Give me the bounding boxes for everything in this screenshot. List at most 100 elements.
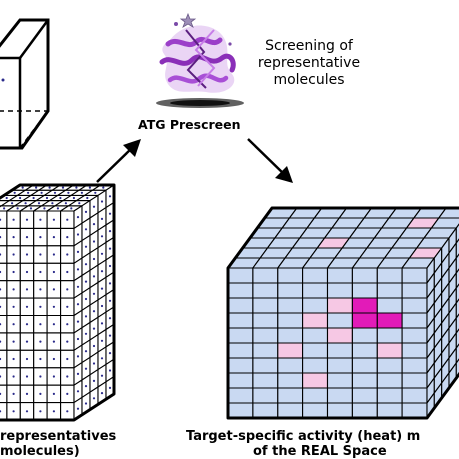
molecule-dot <box>76 303 80 306</box>
molecule-dot <box>24 202 27 205</box>
molecule-dot <box>67 191 70 194</box>
molecule-dot <box>92 397 96 400</box>
heat-cell <box>351 402 378 419</box>
heat-cell <box>455 268 459 289</box>
heat-cell <box>326 282 353 299</box>
molecule-dot <box>19 196 22 200</box>
molecule-dot <box>100 270 104 273</box>
heat-cell <box>401 387 428 404</box>
heat-cell <box>227 357 254 374</box>
heat-cell <box>227 402 254 419</box>
molecule-dot <box>0 305 2 308</box>
molecule-dot <box>66 392 69 395</box>
atg-prescreen-label: ATG Prescreen <box>138 117 241 132</box>
molecule-dot <box>92 205 96 208</box>
heat-cell <box>376 282 403 299</box>
molecule-dot <box>92 240 96 243</box>
molecule-dot <box>21 186 24 189</box>
molecule-dot <box>70 207 73 210</box>
molecule-dot <box>32 196 35 200</box>
molecule-dot <box>66 305 69 308</box>
molecule-dot <box>76 250 80 253</box>
molecule-dot <box>84 315 88 318</box>
heat-cell <box>326 267 353 284</box>
heat-cell <box>401 372 428 389</box>
molecule-dot <box>29 207 33 210</box>
heat-cell <box>351 282 378 299</box>
heat-cell <box>277 282 304 299</box>
heat-cell <box>277 387 304 404</box>
heat-cell <box>302 372 329 389</box>
molecule-dot <box>0 357 2 361</box>
molecule-dot <box>0 323 2 326</box>
heat-cell <box>302 357 329 374</box>
heat-cell <box>376 402 403 419</box>
heat-cell <box>455 223 459 244</box>
screening-label: Screening of representative molecules <box>257 38 361 88</box>
molecule-dot <box>108 386 112 389</box>
heat-cell <box>376 342 403 359</box>
molecule-dot <box>25 340 29 343</box>
molecule-dot <box>0 392 2 395</box>
molecule-dot <box>12 323 15 326</box>
heat-cell <box>430 217 459 229</box>
heatmap-cube-front-face <box>227 267 428 419</box>
heat-cell <box>401 402 428 419</box>
molecule-dot <box>0 253 2 256</box>
heat-cell <box>277 372 304 389</box>
molecule-dot <box>92 292 96 295</box>
heat-cell <box>302 312 329 329</box>
molecule-dot <box>66 270 69 274</box>
molecule-dot <box>40 191 43 194</box>
molecule-dot <box>84 385 88 388</box>
molecule-dot <box>37 202 41 205</box>
molecule-dot <box>25 357 29 361</box>
molecule-dot <box>100 392 104 395</box>
molecule-dot <box>0 375 2 378</box>
molecule-dot <box>52 410 56 413</box>
heat-cell <box>455 313 459 334</box>
left-caption-line-2: molecules) <box>0 444 80 459</box>
heatmap-cube-top-face <box>227 207 459 269</box>
molecule-dot <box>108 195 112 198</box>
molecule-dot <box>84 210 88 213</box>
heat-cell <box>227 297 254 314</box>
heat-cell <box>351 312 378 329</box>
molecule-dot <box>53 191 57 194</box>
molecule-dot <box>108 334 112 337</box>
molecule-dot <box>52 357 56 361</box>
molecule-dot <box>76 285 80 288</box>
molecule-dot <box>108 299 112 302</box>
molecule-dot <box>92 275 96 278</box>
molecule-dot <box>66 218 69 221</box>
molecule-dot <box>92 344 96 348</box>
molecule-dot <box>12 410 15 413</box>
molecule-dot <box>100 357 104 360</box>
molecule-dot <box>52 375 56 378</box>
molecule-dot <box>92 379 96 382</box>
molecule-dot <box>39 392 42 395</box>
heat-cell <box>326 402 353 419</box>
molecule-dot <box>76 216 80 219</box>
molecule-dot <box>100 322 104 325</box>
molecule-dot <box>39 236 42 239</box>
heat-cell <box>326 342 353 359</box>
molecule-dot <box>56 207 60 210</box>
molecule-dot <box>39 253 42 256</box>
molecule-dot <box>12 288 15 291</box>
molecule-dot <box>52 323 56 326</box>
heat-cell <box>401 357 428 374</box>
heat-cell <box>401 297 428 314</box>
molecule-dot <box>88 186 91 189</box>
molecule-dot <box>39 410 42 413</box>
molecule-dot <box>39 305 42 308</box>
heat-cell <box>376 357 403 374</box>
molecule-dot <box>78 202 81 205</box>
heat-cell <box>302 402 329 419</box>
heat-cell <box>351 327 378 344</box>
heat-cell <box>252 267 279 284</box>
molecule-dot <box>61 186 65 189</box>
molecule-dot <box>84 367 88 370</box>
molecule-dot <box>92 362 96 365</box>
molecule-dot <box>12 340 15 343</box>
